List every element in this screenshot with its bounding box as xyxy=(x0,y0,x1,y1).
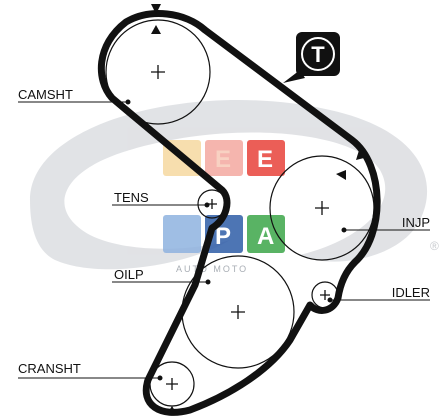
label-camshaft: CAMSHT xyxy=(18,87,73,102)
watermark-tile-4 xyxy=(163,215,201,253)
camshaft-pulley xyxy=(105,19,211,125)
oil-pump-center-mark xyxy=(231,305,245,319)
watermark-tile-letter-4: A xyxy=(257,223,274,250)
watermark-tile-letter-1: E xyxy=(215,146,231,173)
watermark-tile-2 xyxy=(205,140,243,176)
component-labels: CAMSHT TENS OILP CRANSHT INJP IDLER xyxy=(18,87,430,376)
label-idler: IDLER xyxy=(392,285,430,300)
crankshaft-timing-arrow xyxy=(167,406,177,414)
injection-pump-leader-dot xyxy=(341,227,347,233)
label-oil-pump: OILP xyxy=(114,267,144,282)
watermark-tile-letter-2: E xyxy=(257,146,273,173)
watermark-tagline: AUTO MOTO xyxy=(176,264,248,274)
watermark-tiles: E E P A AUTO MOTO xyxy=(163,140,285,274)
tensioner-leader-dot xyxy=(204,202,210,208)
tension-badge-ring xyxy=(301,37,335,71)
watermark-tile-6 xyxy=(247,215,285,253)
watermark-swoosh xyxy=(30,100,428,270)
watermark-tile-letter-3: P xyxy=(215,223,231,250)
timing-belt xyxy=(97,10,381,416)
crankshaft-leader-dot xyxy=(157,375,163,381)
idler-center-mark xyxy=(320,290,330,300)
injection-pump-center-mark xyxy=(315,201,329,215)
injection-timing-arrow-outer xyxy=(356,147,368,160)
idler-leader-dot xyxy=(327,297,333,303)
camshaft-timing-arrow-top xyxy=(151,4,161,14)
tension-badge-letter: T xyxy=(311,42,325,67)
camshaft-center-mark xyxy=(151,65,165,79)
oil-pump-leader-dot xyxy=(205,279,211,285)
timing-marks xyxy=(151,4,368,414)
tension-indicator: T xyxy=(283,32,340,83)
injection-timing-arrow-inner xyxy=(336,170,346,180)
watermark-registered-mark: ® xyxy=(430,239,441,253)
label-tensioner: TENS xyxy=(114,190,149,205)
label-crankshaft: CRANSHT xyxy=(18,361,81,376)
crankshaft-center-mark xyxy=(166,378,178,390)
pulleys xyxy=(105,19,375,407)
label-injection-pump: INJP xyxy=(402,215,430,230)
leader-lines xyxy=(18,99,430,381)
camshaft-timing-arrow-inner xyxy=(151,25,161,34)
camshaft-leader-dot xyxy=(125,99,131,105)
watermark-tile-3 xyxy=(247,140,285,176)
